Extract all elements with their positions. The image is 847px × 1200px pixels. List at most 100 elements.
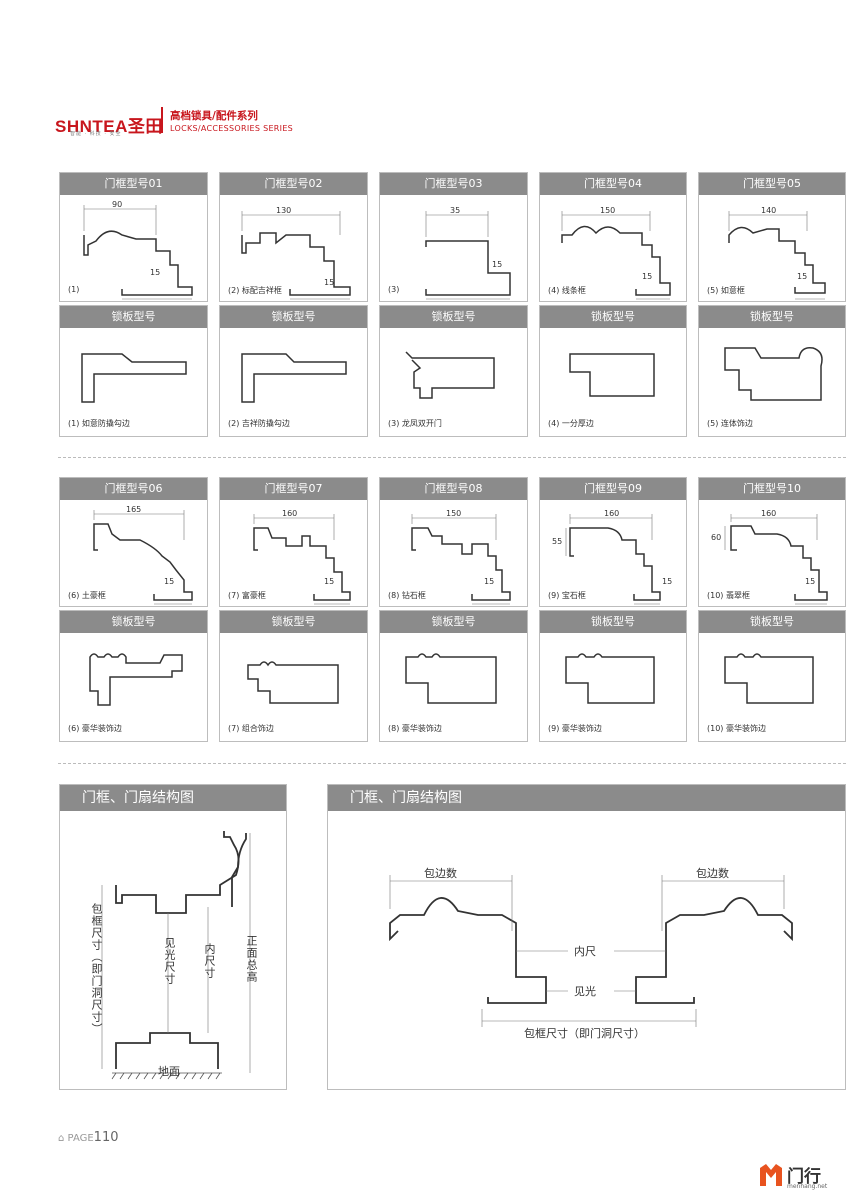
lock-card-02: 锁板型号 (2) 吉祥防撬勾边: [219, 305, 368, 437]
lock-card-title: 锁板型号: [220, 611, 367, 633]
label-frame-size: 包框尺寸（即门洞尺寸）: [524, 1027, 645, 1040]
lock-card-title: 锁板型号: [380, 306, 527, 328]
lock-profile-08: [405, 653, 497, 704]
frame-caption: (7) 富豪框: [228, 591, 266, 600]
frame-card-title: 门框型号10: [699, 478, 845, 500]
dim-top: 160: [282, 509, 297, 518]
lock-profile-05: [724, 346, 823, 401]
frame-card-09: 门框型号09 160 15 50 55 (9) 宝石框: [539, 477, 687, 608]
frame-caption: (10) 翡翠框: [707, 591, 750, 600]
frame-card-05: 门框型号05 140 15 50 (5) 如意框: [698, 172, 846, 303]
dim-right: 15: [164, 577, 174, 586]
series-title-en: LOCKS/ACCESSORIES SERIES: [170, 124, 294, 133]
dim-top: 165: [126, 505, 141, 514]
dim-bottom: 50: [484, 607, 494, 608]
lock-profile-03: [405, 351, 495, 399]
frame-card-title: 门框型号05: [699, 173, 845, 195]
dim-bottom: 50: [805, 302, 815, 303]
lock-card-title: 锁板型号: [540, 306, 686, 328]
lock-card-06: 锁板型号 (6) 豪华装饰边: [59, 610, 208, 742]
frame-card-10: 门框型号10 160 15 50 60 (10) 翡翠框: [698, 477, 846, 608]
lock-caption: (10) 豪华装饰边: [707, 724, 766, 733]
lock-caption: (4) 一分厚边: [548, 419, 594, 428]
dim-bottom: 50: [644, 607, 654, 608]
lock-card-title: 锁板型号: [60, 306, 207, 328]
dim-top: 150: [600, 206, 615, 215]
frame-caption: (3): [388, 285, 400, 294]
lock-card-07: 锁板型号 (7) 组合饰边: [219, 610, 368, 742]
dim-right: 15: [642, 272, 652, 281]
dim-right: 15: [324, 278, 334, 287]
lock-card-title: 锁板型号: [699, 306, 845, 328]
frame-card-08: 门框型号08 150 15 50 (8) 钻石框: [379, 477, 528, 608]
dim-bottom: 50: [807, 607, 817, 608]
dim-top: 130: [276, 206, 291, 215]
dim-bottom: 50: [324, 302, 334, 303]
label-light: 见光: [574, 985, 596, 998]
dim-right: 15: [797, 272, 807, 281]
label-light-size: 见光尺寸: [163, 937, 176, 985]
frame-profile-08: 150 15 50: [411, 509, 511, 608]
frame-profile-06: 165 15 50: [93, 505, 193, 608]
section-divider: [58, 457, 846, 458]
dim-top: 140: [761, 206, 776, 215]
lock-caption: (7) 组合饰边: [228, 724, 274, 733]
lock-card-10: 锁板型号 (10) 豪华装饰边: [698, 610, 846, 742]
frame-profile-04: 150 15 50: [561, 206, 671, 303]
frame-card-title: 门框型号06: [60, 478, 207, 500]
frame-caption: (5) 如意框: [707, 286, 745, 295]
frame-caption: (4) 线条框: [548, 286, 586, 295]
frame-card-title: 门框型号08: [380, 478, 527, 500]
dim-top: 35: [450, 206, 460, 215]
dim-top: 150: [446, 509, 461, 518]
frame-card-title: 门框型号04: [540, 173, 686, 195]
lock-caption: (5) 连体饰边: [707, 419, 753, 428]
frame-profile-05: 140 15 50: [728, 206, 826, 303]
label-ground: 地面: [158, 1065, 180, 1078]
lock-card-04: 锁板型号 (4) 一分厚边: [539, 305, 687, 437]
frame-card-07: 门框型号07 160 15 50 (7) 富豪框: [219, 477, 368, 608]
frame-profile-01: 90 15 50: [83, 200, 193, 303]
lock-card-01: 锁板型号 (1) 如意防撬勾边: [59, 305, 208, 437]
frame-card-title: 门框型号07: [220, 478, 367, 500]
frame-caption: (6) 土豪框: [68, 591, 106, 600]
dim-top: 160: [604, 509, 619, 518]
brand-tagline: 智能 · 科技 · 安全: [70, 131, 122, 137]
frame-profile-07: 160 15 50: [253, 509, 351, 608]
lock-caption: (3) 龙凤双开门: [388, 419, 442, 428]
lock-card-title: 锁板型号: [220, 306, 367, 328]
dim-bottom: 50: [140, 302, 150, 303]
lock-profile-09: [565, 653, 655, 704]
page-number: ⌂ PAGE110: [58, 1130, 119, 1145]
frame-card-02: 门框型号02 130 15 50 (2) 标配吉祥框: [219, 172, 368, 303]
structure-title: 门框、门扇结构图: [328, 785, 845, 811]
watermark-url: menhang.net: [787, 1183, 828, 1190]
house-icon: ⌂: [58, 1133, 65, 1144]
dim-top: 90: [112, 200, 122, 209]
label-inner: 内尺: [574, 945, 596, 958]
lock-profile-02: [241, 353, 347, 403]
dim-left: 55: [552, 537, 562, 546]
structure-diagram-vertical: 门框、门扇结构图 包框尺寸（即门洞尺寸） 见光尺寸 内尺寸 正面总高 地面: [59, 784, 287, 1090]
brand-logo: SHNTEA圣田: [55, 117, 163, 136]
dim-bottom: 50: [460, 302, 470, 303]
dim-bottom: 50: [648, 302, 658, 303]
label-wrap-right: 包边数: [696, 867, 729, 880]
lock-profile-01: [81, 353, 187, 403]
lock-profile-10: [724, 653, 814, 704]
structure-vertical-drawing: [101, 831, 251, 1080]
label-total-height: 正面总高: [245, 935, 258, 983]
lock-caption: (2) 吉祥防撬勾边: [228, 419, 290, 428]
lock-caption: (9) 豪华装饰边: [548, 724, 602, 733]
frame-card-06: 门框型号06 165 15 50 (6) 土豪框: [59, 477, 208, 608]
dim-right: 15: [805, 577, 815, 586]
frame-card-title: 门框型号01: [60, 173, 207, 195]
frame-profile-03: 35 15 50: [425, 206, 511, 303]
frame-caption: (1): [68, 285, 80, 294]
frame-caption: (9) 宝石框: [548, 591, 586, 600]
header-divider: [161, 107, 163, 133]
structure-horizontal-drawing: [389, 875, 793, 1027]
frame-profile-09: 160 15 50 55: [552, 509, 672, 608]
lock-card-05: 锁板型号 (5) 连体饰边: [698, 305, 846, 437]
lock-profile-07: [247, 661, 339, 704]
